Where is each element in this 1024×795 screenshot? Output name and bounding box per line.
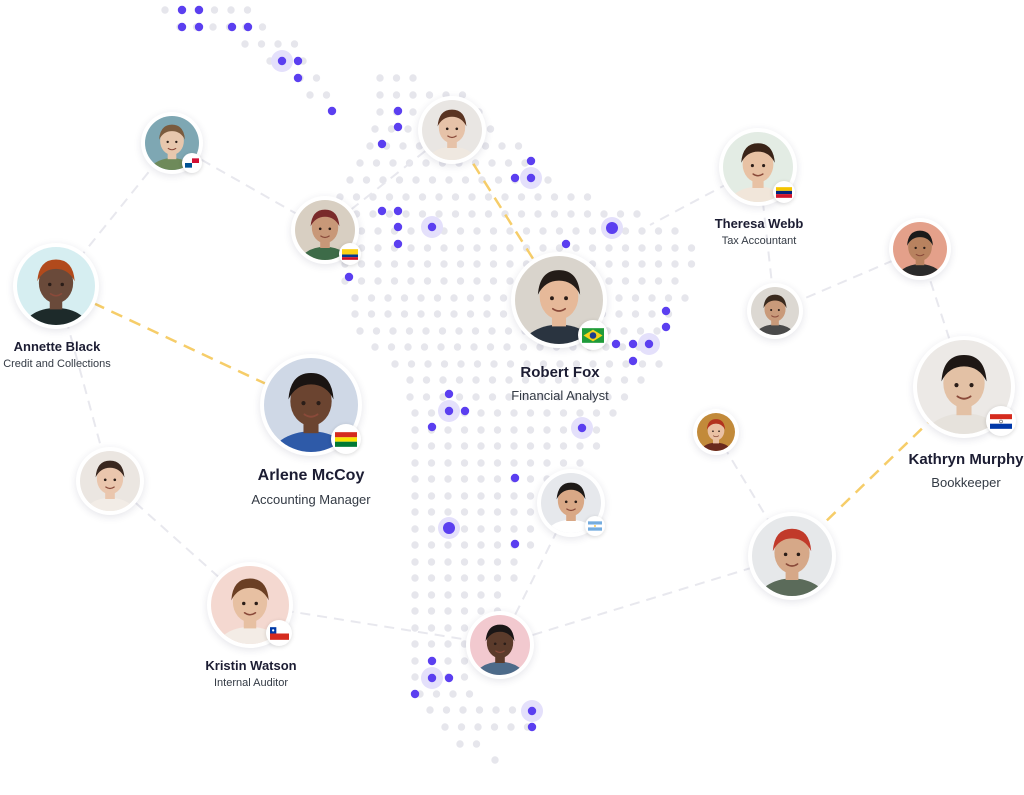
location-dot — [661, 322, 671, 332]
portrait-image — [264, 358, 358, 452]
person-role: Credit and Collections — [3, 358, 111, 370]
highlight-connection-line — [56, 284, 312, 407]
location-dot — [628, 356, 638, 366]
avatar[interactable] — [291, 196, 359, 264]
person-name: Kathryn Murphy — [908, 451, 1024, 468]
person-name: Robert Fox — [520, 364, 600, 381]
avatar[interactable] — [537, 469, 605, 537]
location-dot — [527, 706, 537, 716]
location-dot — [327, 106, 337, 116]
location-dot — [344, 272, 354, 282]
person-role: Accounting Manager — [251, 492, 371, 507]
location-dot — [444, 673, 454, 683]
colombia-flag-icon — [339, 243, 361, 265]
location-dot — [393, 222, 403, 232]
location-dot — [628, 339, 638, 349]
connection-line — [499, 555, 791, 646]
person-name: Annette Black — [13, 339, 101, 354]
avatar[interactable] — [511, 252, 607, 348]
portrait-image — [17, 247, 95, 325]
location-dot — [427, 222, 437, 232]
person-name: Kristin Watson — [205, 658, 297, 673]
portrait-image — [751, 287, 799, 335]
connection-line — [171, 142, 326, 231]
paraguay-flag-icon — [986, 406, 1016, 436]
avatar[interactable] — [260, 354, 362, 456]
location-dot — [577, 423, 587, 433]
portrait-image — [422, 100, 482, 160]
connection-line — [56, 142, 173, 287]
portrait-image — [752, 516, 832, 596]
portrait-image — [80, 451, 140, 511]
person-role: Internal Auditor — [214, 677, 288, 689]
location-dot — [410, 689, 420, 699]
argentina-flag-icon — [585, 516, 605, 536]
location-dot — [510, 539, 520, 549]
avatar[interactable] — [76, 447, 144, 515]
location-dot — [393, 106, 403, 116]
location-dot — [227, 22, 237, 32]
location-dot — [527, 722, 537, 732]
location-dot — [510, 473, 520, 483]
portrait-image — [541, 473, 601, 533]
portrait-image — [470, 615, 530, 675]
person-name: Arlene McCoy — [257, 467, 365, 484]
avatar[interactable] — [13, 243, 99, 329]
person-role: Tax Accountant — [721, 235, 797, 247]
avatar[interactable] — [747, 283, 803, 339]
person-role: Bookkeeper — [931, 475, 1001, 490]
location-dot — [561, 239, 571, 249]
location-dot — [427, 422, 437, 432]
location-dot — [243, 22, 253, 32]
panama-flag-icon — [182, 153, 202, 173]
avatar[interactable] — [466, 611, 534, 679]
location-dot — [293, 73, 303, 83]
location-dot — [194, 5, 204, 15]
location-dot — [611, 339, 621, 349]
location-dot — [443, 522, 455, 534]
location-dot — [393, 239, 403, 249]
location-dot — [293, 56, 303, 66]
bolivia-flag-icon — [331, 424, 361, 454]
location-dot — [277, 56, 287, 66]
location-dot — [177, 5, 187, 15]
avatar[interactable] — [889, 218, 951, 280]
location-dot — [377, 139, 387, 149]
location-dot — [444, 389, 454, 399]
portrait-image — [697, 413, 735, 451]
chile-flag-icon — [266, 620, 292, 646]
location-dot — [510, 173, 520, 183]
avatar[interactable] — [418, 96, 486, 164]
person-role: Financial Analyst — [511, 388, 609, 403]
active-location-dots — [177, 5, 671, 732]
location-dot — [393, 122, 403, 132]
location-dot — [427, 656, 437, 666]
location-dot — [177, 22, 187, 32]
location-dot — [427, 673, 437, 683]
portrait-image — [917, 340, 1011, 434]
location-dot — [460, 406, 470, 416]
location-dot — [393, 206, 403, 216]
location-dot — [526, 173, 536, 183]
location-dot — [526, 156, 536, 166]
location-dot — [194, 22, 204, 32]
location-dot — [377, 206, 387, 216]
venezuela-flag-icon — [773, 181, 795, 203]
map-dots — [161, 6, 696, 764]
portrait-image — [295, 200, 355, 260]
location-dot — [606, 222, 618, 234]
portrait-image — [893, 222, 947, 276]
brazil-flag-icon — [578, 320, 608, 350]
location-dot — [444, 406, 454, 416]
avatar[interactable] — [748, 512, 836, 600]
person-name: Theresa Webb — [714, 216, 804, 231]
location-dot — [661, 306, 671, 316]
location-dot — [644, 339, 654, 349]
avatar[interactable] — [693, 409, 739, 455]
